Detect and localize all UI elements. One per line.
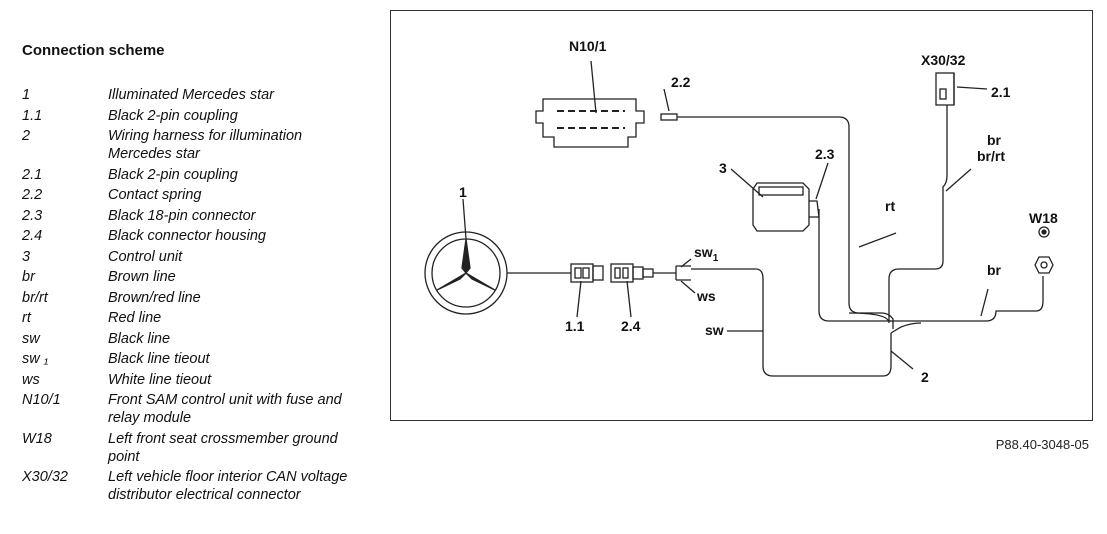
legend-description: Black connector housing: [108, 228, 266, 244]
label-sw-main: sw: [705, 322, 724, 338]
legend-description: Brown line: [108, 269, 176, 285]
legend-code: ws: [22, 371, 40, 388]
legend-row: 1.1 Black 2-pin coupling: [22, 107, 367, 125]
label-x30-32: X30/32: [921, 52, 966, 68]
legend-code: 1.1: [22, 107, 43, 124]
legend-code: sw ₁: [22, 351, 49, 367]
legend-code: W18: [22, 430, 52, 447]
legend-description: White line tieout: [108, 371, 212, 388]
legend-row: 2.1 Black 2-pin coupling: [22, 166, 367, 184]
wiring-diagram-svg: N10/1 2.2 X30/32 2.1 br br/rt 2.3 3 rt W…: [424, 38, 1058, 385]
legend-row: N10/1 Front SAM control unit with fuse an…: [22, 391, 367, 427]
label-rt: rt: [885, 198, 895, 214]
legend-code: 2.3: [22, 207, 43, 224]
label-n10-1: N10/1: [569, 38, 607, 54]
label-br-rt: br/rt: [977, 148, 1005, 164]
legend-row: 3 Control unit: [22, 248, 367, 266]
legend-code: 2.2: [22, 187, 43, 203]
label-2-1: 2.1: [991, 84, 1011, 100]
w18-ground: [1034, 226, 1054, 274]
label-sw1: sw1: [694, 244, 719, 264]
legend-code: br/rt: [22, 289, 48, 306]
legend-row: W18 Left front seat crossmember ground po…: [22, 430, 367, 466]
legend-description: Contact spring: [108, 187, 202, 203]
legend-description: Illuminated Mercedes star: [108, 87, 275, 103]
label-2-3: 2.3: [815, 146, 835, 162]
housing-2-4: [610, 263, 654, 283]
legend-description: Left vehicle floor interior CAN voltage …: [108, 469, 348, 503]
figure-reference: P88.40-3048-05: [995, 437, 1089, 452]
label-br-top: br: [987, 132, 1002, 148]
label-2-2: 2.2: [671, 74, 691, 90]
legend-description: Left front seat crossmember ground point: [108, 430, 338, 465]
legend-description: Black line tieout: [108, 351, 210, 367]
legend-code: br: [22, 269, 35, 285]
legend-row: br/rt Brown/red line: [22, 289, 367, 307]
legend-description: Brown/red line: [108, 289, 201, 306]
legend-code: N10/1: [22, 392, 61, 408]
legend-row: 2.3 Black 18-pin connector: [22, 207, 367, 225]
label-ws: ws: [696, 288, 716, 304]
control-unit: [752, 182, 891, 322]
legend-description: Black 2-pin coupling: [108, 107, 238, 124]
legend-row: 1 Illuminated Mercedes star: [22, 86, 367, 104]
legend-row: sw ₁ Black line tieout: [22, 350, 367, 368]
legend-description: Black 18-pin connector: [108, 207, 256, 224]
label-2-4: 2.4: [621, 318, 641, 334]
label-br-right: br: [987, 262, 1002, 278]
legend-code: 2: [22, 128, 31, 144]
label-1: 1: [459, 184, 467, 200]
label-1-1: 1.1: [565, 318, 585, 334]
contact-spring: [660, 113, 678, 121]
legend-code: 2.1: [22, 166, 43, 183]
wiring-diagram: N10/1 2.2 X30/32 2.1 br br/rt 2.3 3 rt W…: [390, 10, 1093, 421]
legend-description: Black line: [108, 330, 171, 347]
legend-row: 2 Wiring harness for illumination Mercede…: [22, 127, 367, 163]
legend-row: rt Red line: [22, 309, 367, 327]
label-2: 2: [921, 369, 929, 385]
legend-code: 3: [22, 248, 31, 265]
legend-row: br Brown line: [22, 268, 367, 286]
legend-code: rt: [22, 310, 31, 326]
legend-row: 2.4 Black connector housing: [22, 227, 367, 245]
legend-description: Black 2-pin coupling: [108, 166, 238, 183]
legend-description: Control unit: [108, 248, 183, 265]
legend-row: X30/32 Left vehicle floor interior CAN vo…: [22, 468, 367, 504]
legend-row: 2.2 Contact spring: [22, 186, 367, 204]
legend-description: Red line: [108, 310, 162, 326]
n10-1-connector: [535, 98, 645, 148]
mercedes-star: [424, 231, 508, 315]
coupling-1-1: [570, 263, 604, 283]
label-w18: W18: [1029, 210, 1058, 226]
legend-title: Connection scheme: [22, 42, 165, 59]
legend-code: X30/32: [22, 469, 68, 485]
legend-description: Wiring harness for illumination Mercedes…: [108, 128, 303, 162]
wire-rt: [677, 116, 881, 314]
legend-code: 2.4: [22, 228, 43, 244]
legend-code: sw: [22, 330, 40, 347]
legend-row: ws White line tieout: [22, 371, 367, 389]
legend-description: Front SAM control unit with fuse and rel…: [108, 392, 342, 426]
label-3: 3: [719, 160, 727, 176]
legend-code: 1: [22, 87, 31, 103]
legend-row: sw Black line: [22, 330, 367, 348]
x30-32-connector: [888, 72, 955, 321]
